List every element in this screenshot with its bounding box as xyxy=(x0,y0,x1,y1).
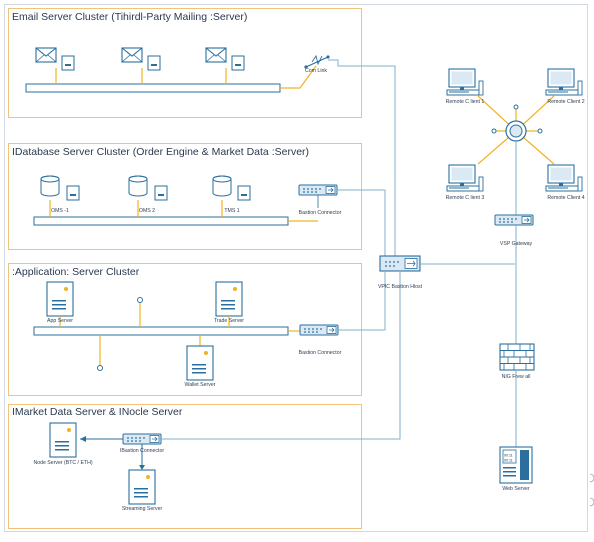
app-server-icon xyxy=(46,281,74,317)
remote-client-1-icon xyxy=(446,68,484,96)
vpc-bastion-host-icon xyxy=(379,255,421,272)
app-bottom-node-icon xyxy=(97,335,103,371)
remote-client-2-label: Remote Client 2 xyxy=(547,99,585,105)
mail-doc-1-icon xyxy=(61,55,75,71)
oms-2-label: OMS 2 xyxy=(138,208,156,214)
mail-doc-3-icon xyxy=(231,55,245,71)
remote-client-4-label: Remote Client 4 xyxy=(547,195,585,201)
streaming-server-icon xyxy=(128,469,156,505)
trade-server-label: Trade Server xyxy=(213,318,245,324)
wallet-server-label: Wallet Server xyxy=(184,382,216,388)
diagram-frame xyxy=(4,4,588,532)
com-link-label: Com Link xyxy=(305,68,327,74)
database-bus-bar xyxy=(33,216,289,226)
wallet-server-icon xyxy=(186,345,214,381)
streaming-server-label: Streaming Server xyxy=(121,506,163,512)
mail-doc-2-icon xyxy=(147,55,161,71)
market-bastion-connector-icon xyxy=(122,433,162,445)
remote-hub-icon xyxy=(505,120,527,142)
application-bus-bar xyxy=(33,326,289,336)
tms-1-label: TMS 1 xyxy=(224,208,240,214)
vsp-gateway-icon xyxy=(494,214,534,226)
trade-server-icon xyxy=(215,281,243,317)
mail-server-2-icon xyxy=(121,47,143,63)
oms-1-db-icon xyxy=(40,175,60,197)
firewall-label: NIG Frew all xyxy=(501,374,531,380)
remote-client-4-icon xyxy=(545,164,583,192)
database-cluster-title: IDatabase Server Cluster (Order Engine &… xyxy=(12,146,310,158)
oms-1-doc-icon xyxy=(66,185,80,201)
application-cluster-title: :Application: Server Cluster xyxy=(12,266,140,278)
com-link-icon xyxy=(304,54,330,69)
node-server-label: Node Server (BTC / ETH) xyxy=(33,460,93,466)
app-bastion-connector-icon xyxy=(299,324,339,336)
mail-server-1-icon xyxy=(35,47,57,63)
db-bastion-connector-icon xyxy=(298,184,338,196)
remote-client-2-icon xyxy=(545,68,583,96)
mail-server-3-icon xyxy=(205,47,227,63)
vpc-bastion-host-label: VPIC Bastion Hlost xyxy=(377,284,423,290)
db-bastion-connector-label: Bastion Connector xyxy=(298,210,342,216)
app-bastion-connector-label: Bastion Connector xyxy=(298,350,342,356)
oms-2-db-icon xyxy=(128,175,148,197)
firewall-icon xyxy=(499,343,535,371)
email-cluster-title: Email Server Cluster (Tihirdl-Party Mail… xyxy=(12,11,248,23)
email-bus-bar xyxy=(25,83,281,93)
tms-1-db-icon xyxy=(212,175,232,197)
remote-client-1-label: Remote C lient 1 xyxy=(445,99,485,105)
market-bastion-connector-label: IBastion Connector xyxy=(119,448,165,454)
remote-client-3-icon xyxy=(446,164,484,192)
remote-client-3-label: Remote C lient 3 xyxy=(445,195,485,201)
oms-1-label: OMS -1 xyxy=(51,208,69,214)
market-cluster-title: IMarket Data Server & INocle Server xyxy=(12,406,183,418)
web-screen-line-2: 00:11 xyxy=(504,459,513,463)
web-server-label: Web Server xyxy=(502,486,530,492)
tms-1-doc-icon xyxy=(237,185,251,201)
oms-2-doc-icon xyxy=(154,185,168,201)
web-screen-line-1: 00:11 xyxy=(504,454,513,458)
app-node-icon xyxy=(137,297,143,327)
web-server-icon xyxy=(499,446,533,484)
vsp-gateway-label: VSP Gateway xyxy=(499,241,533,247)
node-server-icon xyxy=(49,422,77,458)
app-server-label: App Server xyxy=(47,318,73,324)
